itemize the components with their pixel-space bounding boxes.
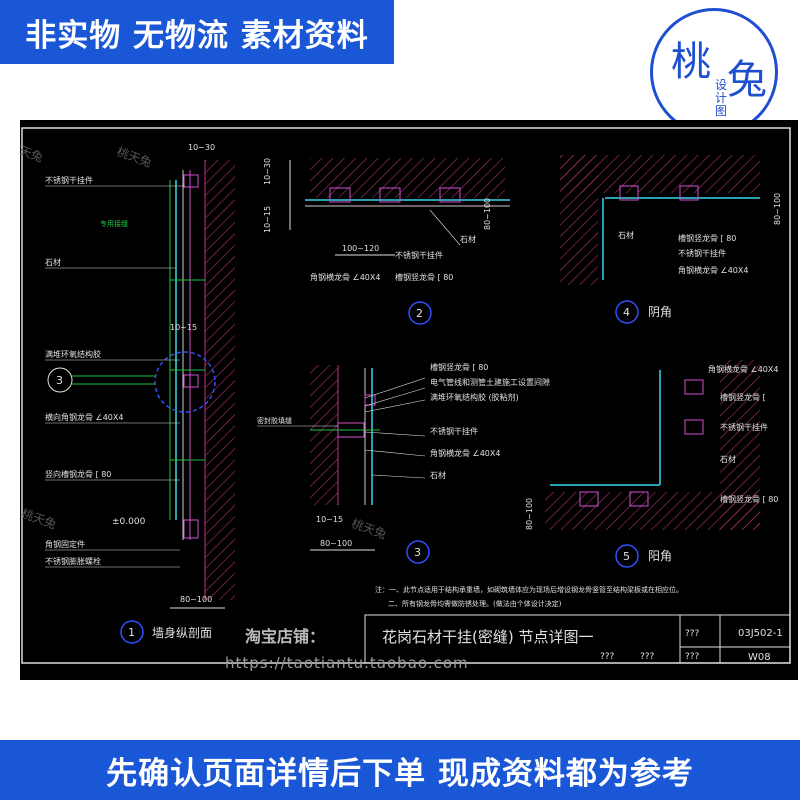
detail-2: 10~30 10~15 100~120 80~100 石材 不锈钢干挂件 角钢横…	[263, 158, 510, 325]
annotation: 不锈钢干挂件	[45, 175, 93, 185]
annotation: 石材	[618, 230, 634, 240]
detail-number-circle	[408, 301, 432, 325]
annotation: 电气管线和测管土建施工设置间隙	[430, 377, 550, 387]
top-banner: 非实物 无物流 素材资料	[0, 0, 394, 64]
drawing-code: 03J502-1	[738, 628, 783, 639]
watermark-mark: 桃天兔	[115, 144, 154, 170]
dim-label: 80~100	[180, 595, 212, 604]
annotation: 槽钢竖龙骨 [ 80	[430, 362, 488, 372]
logo-char-left: 桃	[671, 39, 711, 85]
detail-number: 1	[128, 626, 135, 639]
wall-section: 3 10~30 10~15 80~100 不锈钢干挂件 石材 满堆环氧结构胶 横…	[45, 143, 235, 644]
drawing-frame	[21, 127, 791, 664]
logo-vertical-text: 设计图	[715, 78, 728, 118]
watermark-mark: 桃天兔	[20, 505, 59, 531]
detail-5: 角钢横龙骨 ∠40X4 槽钢竖龙骨 [ 不锈钢干挂件 石材 槽钢竖龙骨 [ 80…	[525, 360, 778, 568]
dim-label: 100~120	[342, 244, 379, 253]
annotation: 角钢横龙骨 ∠40X4	[430, 448, 500, 458]
annotation: 石材	[430, 470, 446, 480]
shop-label: 淘宝店铺：	[245, 627, 325, 646]
note-line: 注：一、此节点适用于结构承重墙，如砌筑墙体应为现场后增设钢龙骨竖管至结构梁板或在…	[375, 585, 683, 594]
detail-number: 3	[414, 546, 421, 559]
title-qmark: ???	[685, 629, 700, 639]
detail-4: 80~100 石材 槽钢竖龙骨 [ 80 不锈钢干挂件 角钢横龙骨 ∠40X4 …	[560, 155, 782, 324]
title-qmark: ???	[600, 652, 615, 662]
dim-label: 10~30	[188, 143, 215, 152]
dim-label: 80~100	[773, 193, 782, 225]
dim-label: 80~100	[525, 498, 534, 530]
annotation: 角钢横龙骨 ∠40X4	[708, 364, 778, 374]
detail-title: 阳角	[648, 549, 672, 563]
annotation: 角钢横龙骨 ∠40X4	[678, 265, 748, 275]
watermark-mark: 桃天兔	[20, 138, 45, 164]
wall-hatch	[205, 160, 235, 600]
watermark-mark: 桃天兔	[350, 515, 389, 541]
annotation: 角钢横龙骨 ∠40X4	[310, 272, 380, 282]
annotation: 石材	[460, 234, 476, 244]
detail-number-circle	[615, 544, 639, 568]
bottom-banner: 先确认页面详情后下单 现成资料都为参考	[0, 740, 800, 800]
title-qmark: ???	[640, 652, 655, 662]
annotation: 不锈钢膨胀螺栓	[45, 556, 101, 566]
small-note: 专用接缝	[100, 219, 128, 228]
annotation: 横向角钢龙骨 ∠40X4	[45, 412, 123, 422]
detail-number: 4	[623, 306, 630, 319]
watermark-url: https://taotiantu.taobao.com	[225, 654, 469, 672]
detail-3: 槽钢竖龙骨 [ 80 电气管线和测管土建施工设置间隙 满堆环氧结构胶 (胶粘剂)…	[257, 362, 550, 564]
drawing-title: 花岗石材干挂(密缝) 节点详图一	[382, 628, 593, 646]
annotation: 满堆环氧结构胶	[45, 349, 101, 359]
detail-number: 2	[416, 307, 423, 320]
dim-label: 10~15	[170, 323, 197, 332]
annotation: 槽钢竖龙骨 [ 80	[678, 233, 736, 243]
sheet-number: W08	[748, 652, 771, 663]
dim-label: 80~100	[483, 198, 492, 230]
detail-number: 5	[623, 550, 630, 563]
annotation: 槽钢竖龙骨 [ 80	[720, 494, 778, 504]
brand-logo: 桃 兔 设计图	[650, 8, 778, 136]
level-mark: ±0.000	[112, 517, 146, 527]
note-line: 二、所有钢龙骨均需做防锈处理。(做法由个体设计决定)	[388, 599, 562, 608]
annotation: 竖向槽钢龙骨 [ 80	[45, 469, 111, 479]
title-block: ??? ??? ??? ??? 03J502-1 W08 花岗石材干挂(密缝) …	[364, 614, 791, 664]
cad-svg: 3 10~30 10~15 80~100 不锈钢干挂件 石材 满堆环氧结构胶 横…	[6, 127, 791, 672]
annotation: 角钢固定件	[45, 539, 85, 549]
annotation: 密封胶填缝	[257, 416, 292, 425]
annotation: 槽钢竖龙骨 [ 80	[395, 272, 453, 282]
annotation: 不锈钢干挂件	[430, 426, 478, 436]
dim-label: 10~15	[263, 206, 272, 233]
detail-number-circle	[615, 300, 639, 324]
annotation: 不锈钢干挂件	[395, 250, 443, 260]
annotation: 满堆环氧结构胶 (胶粘剂)	[430, 392, 519, 402]
annotation: 石材	[720, 454, 736, 464]
detail-number-circle	[406, 540, 430, 564]
annotation: 不锈钢干挂件	[720, 422, 768, 432]
callout-marker	[47, 367, 73, 393]
detail-callout-circle	[154, 351, 216, 413]
detail-number-circle	[120, 620, 144, 644]
detail-title: 墙身纵剖面	[152, 625, 212, 640]
dim-label: 80~100	[320, 539, 352, 548]
annotation: 槽钢竖龙骨 [	[720, 392, 766, 402]
dim-label: 10~30	[263, 158, 272, 185]
title-qmark: ???	[685, 652, 700, 662]
annotation: 石材	[45, 257, 61, 267]
callout-number: 3	[56, 374, 63, 387]
detail-title: 阴角	[648, 305, 672, 319]
cad-drawing: 3 10~30 10~15 80~100 不锈钢干挂件 石材 满堆环氧结构胶 横…	[6, 120, 798, 680]
dim-label: 10~15	[316, 515, 343, 524]
logo-char-right: 兔	[727, 57, 767, 103]
annotation: 不锈钢干挂件	[678, 248, 726, 258]
